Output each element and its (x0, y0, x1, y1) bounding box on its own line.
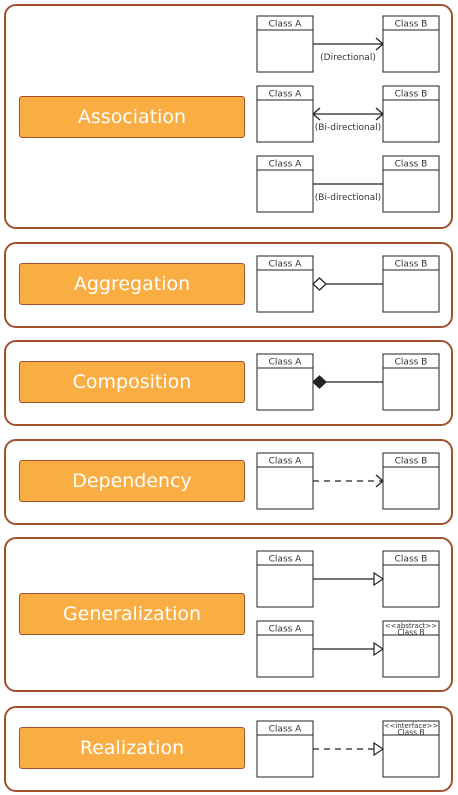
class-box-left: Class A (256, 720, 314, 778)
class-box-left: Class A (256, 452, 314, 510)
class-name: Class A (269, 20, 303, 30)
dependency-label: Dependency (19, 460, 245, 502)
class-box-outline (382, 452, 440, 510)
class-box-outline (382, 155, 440, 213)
connector-label: (Directional) (320, 53, 376, 63)
class-name: Class B (395, 260, 428, 270)
class-box-outline (256, 15, 314, 73)
class-box-right: Class B (382, 155, 440, 213)
class-box-outline (256, 85, 314, 143)
dependency-diagram: Class A Class B (256, 452, 440, 510)
generalization-label: Generalization (19, 593, 245, 635)
class-box-left: Class A (256, 353, 314, 411)
class-stereotype: <<interface>> (384, 722, 439, 730)
class-box-outline (256, 155, 314, 213)
class-name: Class B (395, 90, 428, 100)
class-box-outline (382, 550, 440, 608)
class-box-left: Class A (256, 255, 314, 313)
association-diagrams: (Directional) Class A Class B (Bi-direction… (256, 15, 440, 213)
class-name: Class A (269, 358, 303, 368)
class-box-right: <<interface>>Class B (382, 720, 440, 778)
class-name: Class B (397, 728, 424, 737)
class-box-outline (382, 353, 440, 411)
composition-label: Composition (19, 361, 245, 403)
class-box-outline (256, 620, 314, 678)
class-box-left: Class A (256, 85, 314, 143)
class-name: Class A (269, 90, 303, 100)
class-box-right: <<abstract>>Class B (382, 620, 440, 678)
aggregation-label: Aggregation (19, 263, 245, 305)
class-name: Class B (395, 160, 428, 170)
hollow-triangle-marker (373, 571, 385, 587)
class-box-right: Class B (382, 85, 440, 143)
class-box-left: Class A (256, 620, 314, 678)
class-box-right: Class B (382, 550, 440, 608)
class-box-outline (382, 620, 440, 678)
class-box-left: Class A (256, 15, 314, 73)
class-box-outline (256, 720, 314, 778)
connector-label: (Bi-directional) (315, 193, 381, 203)
class-name: Class B (395, 457, 428, 467)
class-name: Class A (269, 260, 303, 270)
class-box-right: Class B (382, 353, 440, 411)
class-box-right: Class B (382, 255, 440, 313)
class-name: Class B (397, 628, 424, 637)
hollow-triangle-marker (373, 641, 385, 657)
association-label: Association (19, 96, 245, 138)
class-box-outline (382, 85, 440, 143)
hollow-diamond-marker (312, 277, 327, 291)
class-stereotype: <<abstract>> (385, 622, 437, 630)
composition-diagram: Class A Class B (256, 353, 440, 411)
class-name: Class A (269, 555, 303, 565)
aggregation-panel: Aggregation Class A Class B (4, 242, 453, 328)
realization-panel: Realization Class A <<interface>>Class B (4, 706, 453, 792)
class-box-outline (256, 353, 314, 411)
class-name: Class A (269, 725, 303, 735)
class-name: Class B (395, 555, 428, 565)
class-name: Class A (269, 457, 303, 467)
class-name: Class A (269, 625, 303, 635)
class-box-right: Class B (382, 452, 440, 510)
class-box-outline (256, 255, 314, 313)
class-name: Class B (395, 20, 428, 30)
realization-label: Realization (19, 727, 245, 769)
class-box-outline (256, 550, 314, 608)
class-name: Class B (395, 358, 428, 368)
composition-panel: Composition Class A Class B (4, 340, 453, 426)
connector-label: (Bi-directional) (315, 123, 381, 133)
class-box-right: Class B (382, 15, 440, 73)
class-box-outline (382, 255, 440, 313)
class-box-outline (256, 452, 314, 510)
generalization-panel: Generalization Class A Class B Class A <<ab… (4, 537, 453, 692)
filled-diamond-marker (312, 375, 327, 389)
hollow-triangle-marker (373, 741, 385, 757)
class-name: Class A (269, 160, 303, 170)
class-box-outline (382, 15, 440, 73)
class-box-outline (382, 720, 440, 778)
aggregation-diagram: Class A Class B (256, 255, 440, 313)
class-box-left: Class A (256, 155, 314, 213)
realization-diagram: Class A <<interface>>Class B (256, 720, 440, 778)
dependency-panel: Dependency Class A Class B (4, 439, 453, 525)
class-box-left: Class A (256, 550, 314, 608)
